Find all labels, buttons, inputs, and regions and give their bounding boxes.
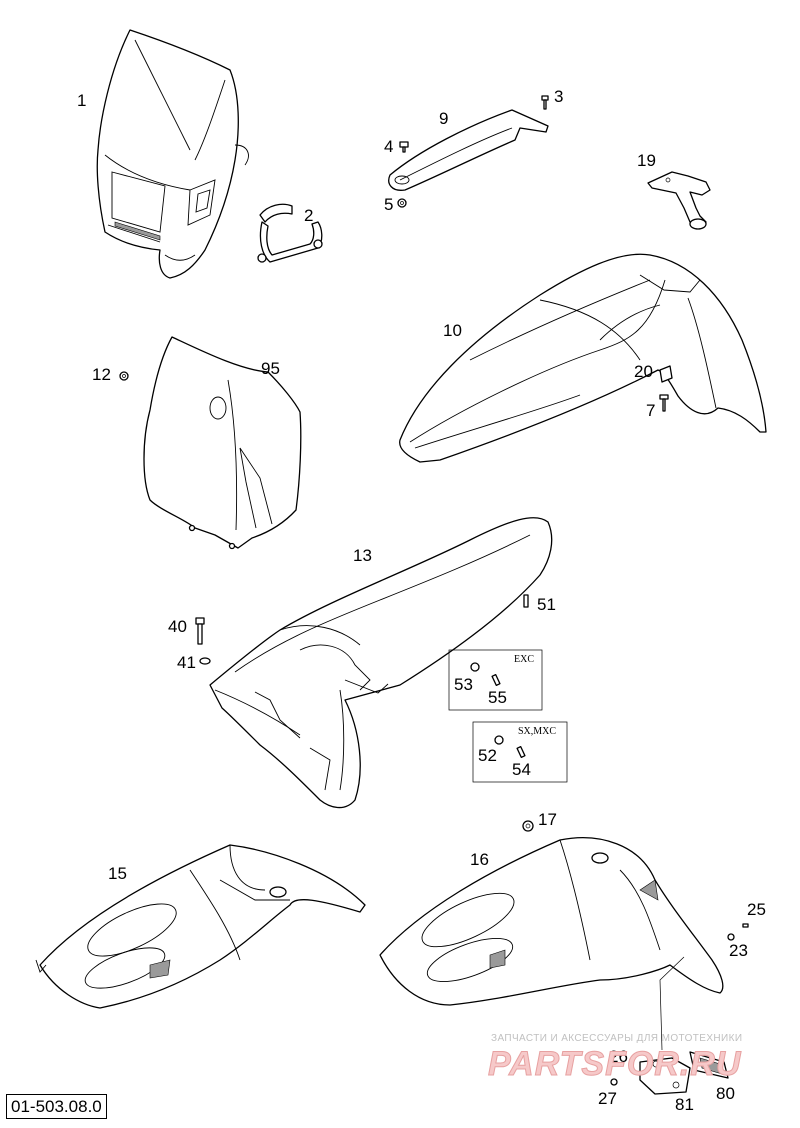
callout-55: 55 bbox=[488, 688, 507, 707]
callout-23: 23 bbox=[729, 941, 748, 960]
part-clamp bbox=[257, 203, 323, 263]
part-front-fender-15 bbox=[35, 844, 366, 1009]
callout-27: 27 bbox=[598, 1089, 617, 1108]
variant-label-sx-mxc: SX,MXC bbox=[518, 726, 557, 737]
callout-19: 19 bbox=[637, 151, 656, 170]
callout-1: 1 bbox=[77, 91, 87, 110]
part-number-plate bbox=[143, 336, 302, 550]
watermark-logo: PARTSFOR.RU bbox=[488, 1045, 742, 1084]
part-screw-40-washer-41 bbox=[195, 617, 211, 665]
callout-9: 9 bbox=[439, 109, 449, 128]
callout-25: 25 bbox=[747, 900, 766, 919]
callout-53: 53 bbox=[454, 675, 473, 694]
callout-7: 7 bbox=[646, 401, 656, 420]
callout-5: 5 bbox=[384, 195, 394, 214]
part-strip-bracket bbox=[388, 109, 549, 191]
watermark-tagline: ЗАПЧАСТИ И АКСЕССУАРЫ ДЛЯ МОТОТЕХНИКИ bbox=[491, 1033, 743, 1044]
callout-81: 81 bbox=[675, 1095, 694, 1114]
svg-text:PARTSFOR.RU: PARTSFOR.RU bbox=[488, 1045, 742, 1083]
callout-95: 95 bbox=[261, 359, 280, 378]
part-nut-12 bbox=[119, 371, 129, 381]
callout-2: 2 bbox=[304, 206, 314, 225]
callout-54: 54 bbox=[512, 760, 531, 779]
callout-80: 80 bbox=[716, 1084, 735, 1103]
part-bracket-80-81 bbox=[610, 956, 729, 1095]
callout-13: 13 bbox=[353, 546, 372, 565]
part-bushing-20-screw-7 bbox=[659, 365, 673, 412]
variant-label-exc: EXC bbox=[514, 654, 534, 665]
callout-17: 17 bbox=[538, 810, 557, 829]
part-holder bbox=[647, 171, 711, 230]
callout-52: 52 bbox=[478, 746, 497, 765]
callout-12: 12 bbox=[92, 365, 111, 384]
part-front-fender bbox=[399, 253, 767, 463]
part-screw-51 bbox=[523, 594, 529, 608]
part-screws-3-4-5 bbox=[397, 95, 549, 208]
callout-16: 16 bbox=[470, 850, 489, 869]
part-screws-23-25 bbox=[727, 923, 749, 941]
variant-box-exc bbox=[448, 649, 543, 711]
diagram-id: 01-503.08.0 bbox=[6, 1094, 107, 1119]
callout-4: 4 bbox=[384, 137, 394, 156]
callout-20: 20 bbox=[634, 362, 653, 381]
callout-15: 15 bbox=[108, 864, 127, 883]
callout-51: 51 bbox=[537, 595, 556, 614]
callout-10: 10 bbox=[443, 321, 462, 340]
part-front-fender-16 bbox=[379, 837, 724, 1006]
callout-3: 3 bbox=[554, 87, 564, 106]
part-rear-fender bbox=[209, 517, 553, 809]
callout-26: 26 bbox=[609, 1047, 628, 1066]
callout-41: 41 bbox=[177, 653, 196, 672]
variant-box-sx-mxc bbox=[472, 721, 568, 783]
callout-40: 40 bbox=[168, 617, 187, 636]
part-headlight-mask bbox=[96, 29, 249, 279]
part-nut-17 bbox=[522, 820, 534, 832]
